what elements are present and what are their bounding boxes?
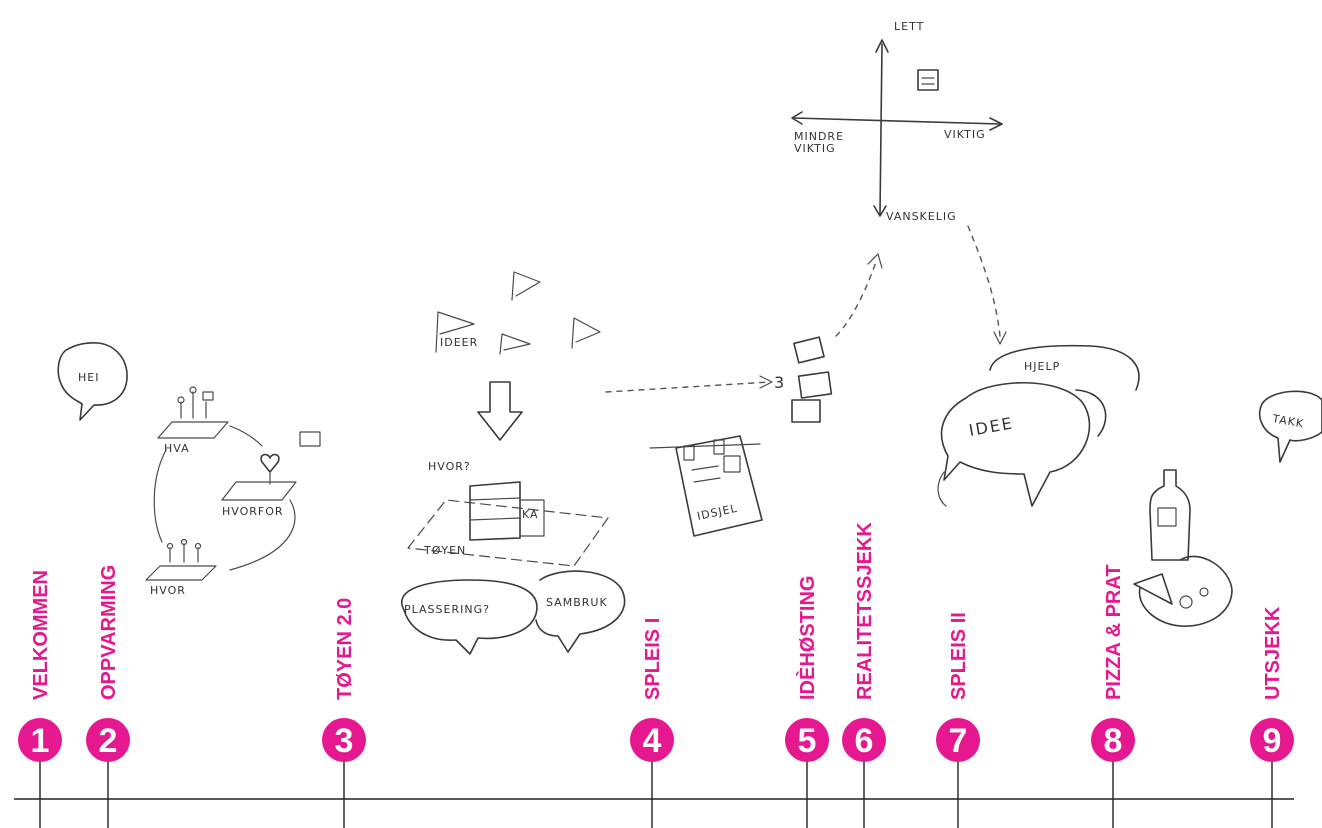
takk-speech-bubble: TAKK: [1258, 390, 1322, 463]
idee-text: IDEE: [967, 413, 1015, 440]
spleis-ii-bubbles: HJELP IDEE: [937, 344, 1140, 507]
step-label: REALITETSSJEKK: [854, 522, 876, 700]
step-8: 8 PIZZA & PRAT: [1091, 564, 1135, 828]
step-number-badge: [1091, 718, 1135, 762]
hei-text: HEI: [78, 371, 99, 384]
step-number: 3: [335, 722, 354, 760]
step-number: 8: [1104, 722, 1123, 760]
step-label: VELKOMMEN: [30, 570, 52, 700]
idehosting-sketch: 3: [774, 253, 883, 423]
toyen-sketch: IDEER HVOR? KA TØYEN PLASSERING? SAMBRUK: [401, 271, 773, 655]
mindre-text: MINDRE: [794, 130, 844, 143]
plassering-text: PLASSERING?: [404, 603, 490, 616]
step-3: 3 TØYEN 2.0: [322, 598, 366, 828]
step-number: 7: [949, 722, 968, 760]
hvorfor-text: HVORFOR: [222, 505, 284, 518]
step-label: UTSJEKK: [1262, 606, 1284, 700]
realitetssjekk-matrix: LETT VANSKELIG MINDRE VIKTIG VIKTIG: [791, 20, 1007, 345]
ideer-text: IDEER: [440, 336, 478, 349]
oppvarming-sketch: HVA HVORFOR HVOR: [145, 386, 321, 597]
ka-text: KA: [522, 508, 539, 521]
three-text: 3: [774, 373, 786, 392]
step-9: 9 UTSJEKK: [1250, 606, 1294, 828]
toyen-text: TØYEN: [423, 544, 466, 557]
step-number-badge: [630, 718, 674, 762]
step-number-badge: [785, 718, 829, 762]
step-4: 4 SPLEIS I: [630, 618, 674, 828]
sambruk-text: SAMBRUK: [546, 596, 608, 609]
step-1: 1 VELKOMMEN: [18, 570, 62, 828]
viktig-text: VIKTIG: [944, 128, 986, 141]
step-number: 1: [31, 722, 50, 760]
takk-text: TAKK: [1270, 412, 1305, 431]
pizza-sketch: [1133, 469, 1233, 627]
hei-speech-bubble: HEI: [57, 342, 128, 421]
agenda-steps: 1 VELKOMMEN 2 OPPVARMING 3 TØYEN 2.0 4 SPLEIS I…: [18, 522, 1294, 828]
step-label: PIZZA & PRAT: [1103, 564, 1125, 700]
step-2: 2 OPPVARMING: [86, 565, 130, 828]
step-6: 6 REALITETSSJEKK: [842, 522, 886, 828]
step-label: SPLEIS I: [642, 618, 664, 700]
hvor-text: HVOR: [150, 584, 186, 597]
spleis-board-sketch: IDSJEL: [649, 435, 763, 537]
step-label: TØYEN 2.0: [334, 598, 356, 700]
step-5: 5 IDÈHØSTING: [785, 576, 829, 828]
step-label: OPPVARMING: [98, 565, 120, 700]
hvor-q-text: HVOR?: [428, 460, 471, 473]
idsjel-text: IDSJEL: [696, 502, 739, 523]
step-number-badge: [842, 718, 886, 762]
step-number-badge: [1250, 718, 1294, 762]
step-7: 7 SPLEIS II: [936, 612, 980, 828]
step-number-badge: [86, 718, 130, 762]
step-number-badge: [18, 718, 62, 762]
step-number: 5: [798, 722, 817, 760]
hjelp-text: HJELP: [1024, 360, 1060, 373]
lett-text: LETT: [894, 20, 924, 33]
vanskelig-text: VANSKELIG: [886, 210, 957, 223]
step-number: 2: [99, 722, 118, 760]
step-label: SPLEIS II: [948, 612, 970, 700]
step-number: 4: [643, 722, 662, 760]
viktig-sub-text: VIKTIG: [794, 142, 836, 155]
step-number: 9: [1263, 722, 1282, 760]
hva-text: HVA: [164, 442, 190, 455]
step-number: 6: [855, 722, 874, 760]
step-label: IDÈHØSTING: [796, 576, 819, 700]
step-number-badge: [936, 718, 980, 762]
step-number-badge: [322, 718, 366, 762]
